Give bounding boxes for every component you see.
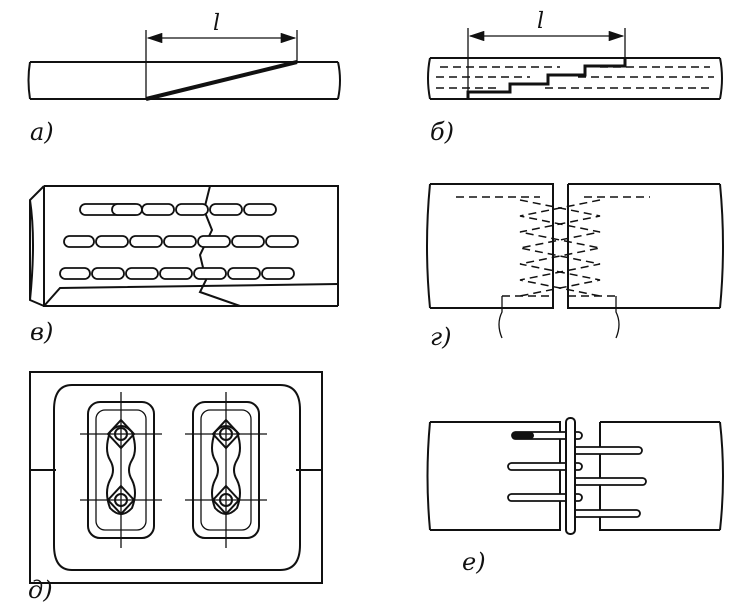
dimension-label-a: l xyxy=(213,11,220,36)
figure-a-scarf-joint: l а) xyxy=(27,11,341,146)
figure-label-b: б) xyxy=(430,118,454,146)
figure-label-v: в) xyxy=(30,318,53,346)
bolt-head-icon xyxy=(211,418,241,450)
slot-row-2 xyxy=(63,235,299,248)
bolt-head-icon xyxy=(106,418,136,450)
hinge-pin xyxy=(565,417,576,535)
bolt-plate-right xyxy=(185,392,267,548)
bolt-head-icon xyxy=(106,484,136,516)
figure-label-a: а) xyxy=(30,118,54,146)
figure-label-e: е) xyxy=(462,548,486,576)
figure-d-bolted-joint: д) xyxy=(28,371,323,603)
hinge-rods xyxy=(507,431,647,518)
slot-row-3 xyxy=(59,267,295,280)
slot-row-1 xyxy=(79,203,277,216)
dimension-label-b: l xyxy=(537,9,544,34)
bolt-head-icon xyxy=(211,484,241,516)
figure-label-d: д) xyxy=(28,576,53,603)
figure-g-zigzag-joint: г) xyxy=(426,183,724,351)
figure-v-slotted-joint: в) xyxy=(29,185,339,346)
figure-e-hinge-joint: е) xyxy=(426,417,724,576)
figure-b-stepped-joint: l б) xyxy=(427,9,723,146)
bolt-plate-left xyxy=(80,392,162,548)
figure-label-g: г) xyxy=(430,323,452,351)
